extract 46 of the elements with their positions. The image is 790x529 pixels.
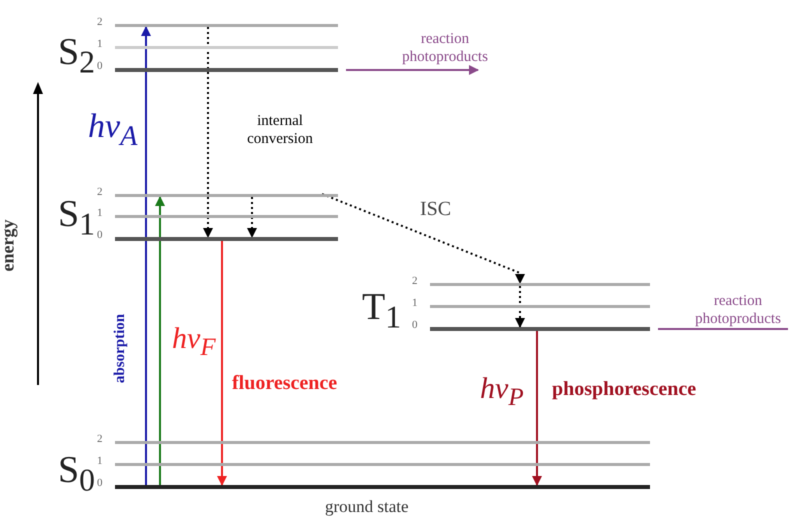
level-number: 0 xyxy=(97,60,102,72)
arrow xyxy=(346,65,479,75)
level-number: 0 xyxy=(412,319,418,331)
edge-label: ISC xyxy=(420,198,452,221)
edge-label: internal conversion xyxy=(246,112,314,148)
level-number: 2 xyxy=(97,433,102,445)
energy-level-line xyxy=(115,215,338,218)
state-label: S$_{0}$ xyxy=(58,448,95,499)
energy-level-line xyxy=(115,463,650,466)
arrow xyxy=(141,26,151,485)
level-number: 2 xyxy=(97,16,102,28)
state-label: T$_{1}$ xyxy=(362,285,402,336)
axis-label: energy xyxy=(0,220,18,272)
connector-line xyxy=(658,328,788,330)
level-number: 0 xyxy=(97,229,102,241)
arrow xyxy=(217,241,227,486)
energy-level-line xyxy=(115,194,338,197)
edge-label: hν$_{F}$ xyxy=(172,322,216,362)
edge-label: reaction photoproducts xyxy=(401,30,489,66)
dotted-arrow xyxy=(515,286,525,328)
level-number: 1 xyxy=(412,297,418,309)
level-number: 2 xyxy=(97,186,102,198)
level-number: 1 xyxy=(97,207,102,219)
energy-level-line xyxy=(430,305,650,308)
level-number: 0 xyxy=(97,477,102,489)
arrow xyxy=(155,196,165,485)
level-number: 1 xyxy=(97,38,102,50)
level-number: 2 xyxy=(412,275,418,287)
arrow xyxy=(532,331,542,486)
state-label: S$_{1}$ xyxy=(58,192,95,243)
energy-level-line xyxy=(430,283,650,286)
energy-level-line xyxy=(115,46,338,49)
level-number: 1 xyxy=(97,455,102,467)
process-label: fluorescence xyxy=(232,372,338,395)
dotted-arrow xyxy=(247,197,257,238)
edge-label: hν$_{P}$ xyxy=(480,372,524,412)
state-label: S$_{2}$ xyxy=(58,30,95,81)
energy-level-line xyxy=(115,24,338,27)
state-caption: ground state xyxy=(325,497,409,517)
energy-level-line xyxy=(115,441,650,444)
edge-label: reaction photoproducts xyxy=(694,292,782,328)
edge-label: hν$_{A}$ xyxy=(88,108,138,153)
process-label: absorption xyxy=(112,314,130,384)
dotted-arrow xyxy=(322,193,525,284)
process-label: phosphorescence xyxy=(552,378,696,401)
dotted-arrow xyxy=(203,27,213,238)
